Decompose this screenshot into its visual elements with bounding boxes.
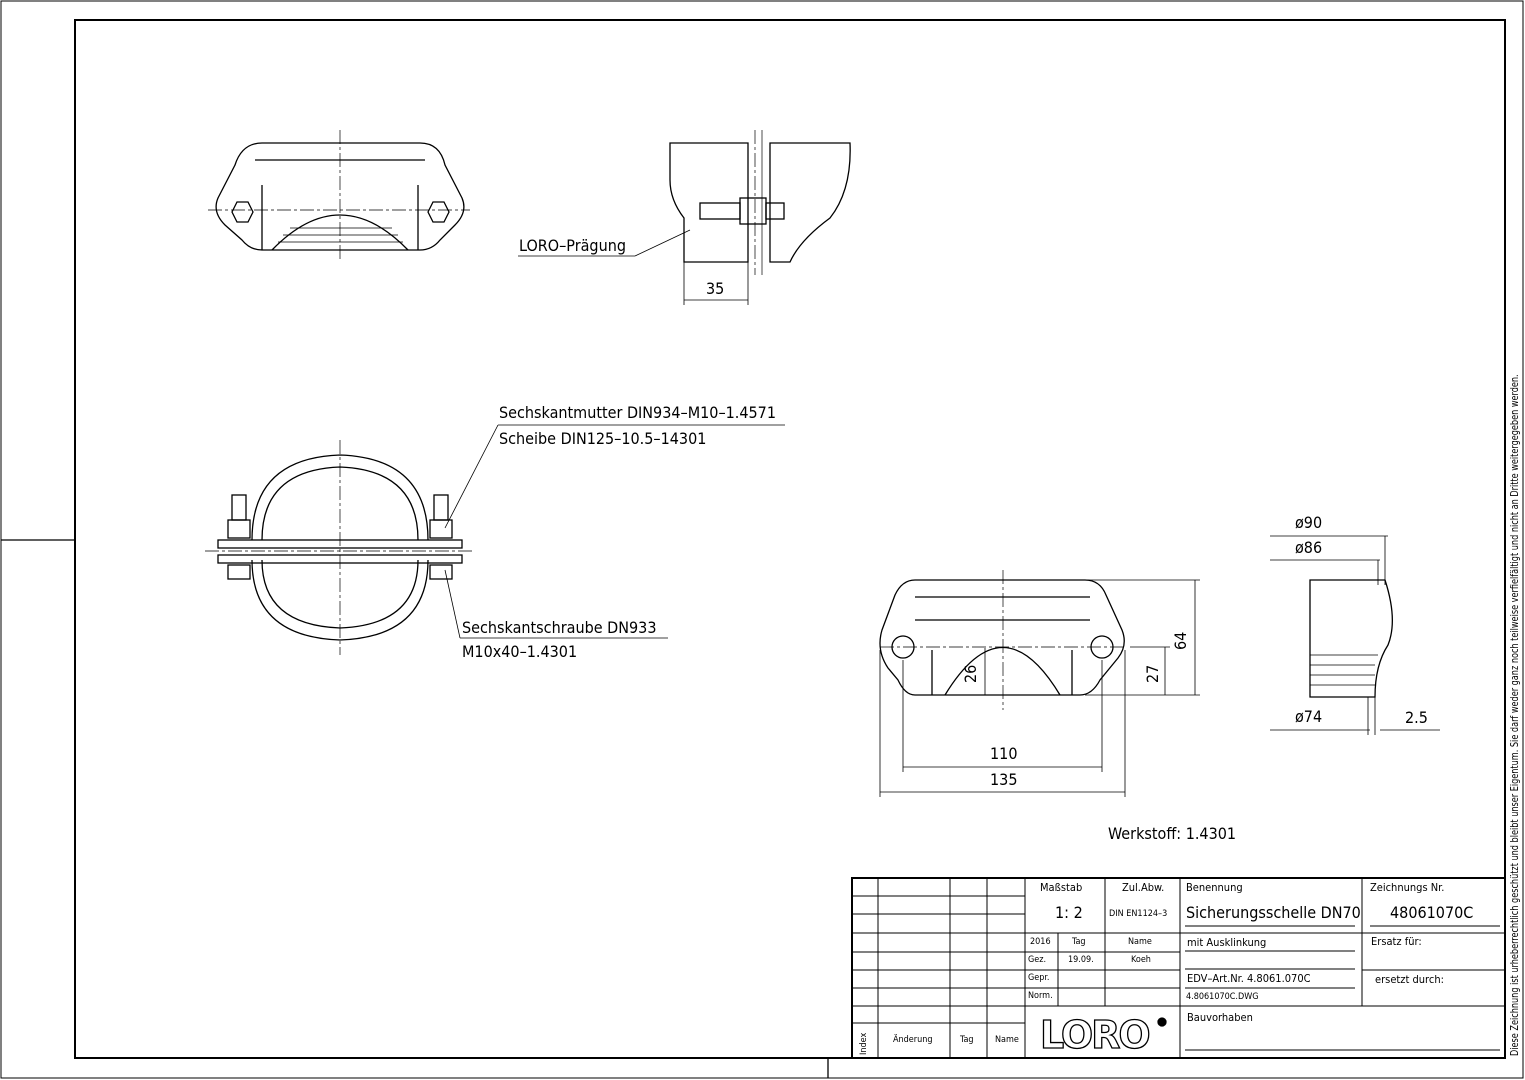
designation-line2: mit Ausklinkung xyxy=(1187,936,1267,949)
dimension-135: 135 xyxy=(990,770,1018,789)
bolt-spec-label: M10x40–1.4301 xyxy=(462,642,578,661)
drawing-no-value: 48061070C xyxy=(1390,903,1474,922)
dimension-27: 27 xyxy=(1143,664,1162,683)
washer-label: Scheibe DIN125–10.5–14301 xyxy=(499,429,707,448)
clamp-section-view xyxy=(1270,535,1440,735)
clamp-front-view xyxy=(208,130,470,262)
diameter-86: ø86 xyxy=(1295,538,1323,557)
clamp-half-view xyxy=(879,570,1200,797)
dimension-35: 35 xyxy=(706,279,725,298)
revision-day-header: Tag xyxy=(960,1035,974,1045)
replaces-label: Ersatz für: xyxy=(1371,935,1422,948)
nut-label: Sechskantmutter DIN934–M10–1.4571 xyxy=(499,403,776,422)
clamp-side-view xyxy=(518,130,851,305)
checked-label: Gepr. xyxy=(1028,973,1050,983)
revision-index-header: Index xyxy=(859,1032,869,1055)
clamp-assembly-view xyxy=(205,424,785,655)
scale-label: Maßstab xyxy=(1040,881,1083,894)
bolt-label: Sechskantschraube DN933 xyxy=(462,618,657,637)
tolerance-value: DIN EN1124–3 xyxy=(1109,909,1168,919)
drawn-label: Gez. xyxy=(1028,955,1047,965)
edv-article-number: EDV–Art.Nr. 4.8061.070C xyxy=(1187,972,1311,985)
revision-change-header: Änderung xyxy=(893,1035,933,1045)
drawing-no-label: Zeichnungs Nr. xyxy=(1370,881,1445,894)
replaced-by-label: ersetzt durch: xyxy=(1375,973,1444,986)
diameter-90: ø90 xyxy=(1295,513,1323,532)
loro-logo: LORO xyxy=(1039,1012,1167,1058)
day-header: Tag xyxy=(1072,937,1086,947)
drawn-name: Koeh xyxy=(1131,955,1151,965)
dimension-110: 110 xyxy=(990,744,1018,763)
dwg-file-name: 4.8061070C.DWG xyxy=(1186,992,1259,1002)
drawn-date: 19.09. xyxy=(1068,955,1094,965)
tolerance-label: Zul.Abw. xyxy=(1122,881,1165,894)
material-label: Werkstoff: 1.4301 xyxy=(1108,824,1237,843)
norm-label: Norm. xyxy=(1028,991,1053,1001)
dimension-64: 64 xyxy=(1171,631,1190,650)
dimension-26: 26 xyxy=(961,664,980,683)
project-label: Bauvorhaben xyxy=(1187,1011,1253,1024)
revision-name-header: Name xyxy=(995,1035,1019,1045)
dimension-2-5: 2.5 xyxy=(1405,708,1428,727)
title-block-grid xyxy=(851,877,1506,1059)
designation-label: Benennung xyxy=(1186,881,1243,894)
loro-embossing-label: LORO–Prägung xyxy=(519,236,626,255)
designation-value: Sicherungsschelle DN70 xyxy=(1186,903,1361,922)
year: 2016 xyxy=(1030,937,1051,947)
copyright-notice: Diese Zeichnung ist urheberrechtlich ges… xyxy=(1508,374,1521,1056)
name-header: Name xyxy=(1128,937,1152,947)
scale-value: 1: 2 xyxy=(1055,903,1083,922)
diameter-74: ø74 xyxy=(1295,707,1323,726)
svg-text:LORO: LORO xyxy=(1040,1013,1149,1057)
